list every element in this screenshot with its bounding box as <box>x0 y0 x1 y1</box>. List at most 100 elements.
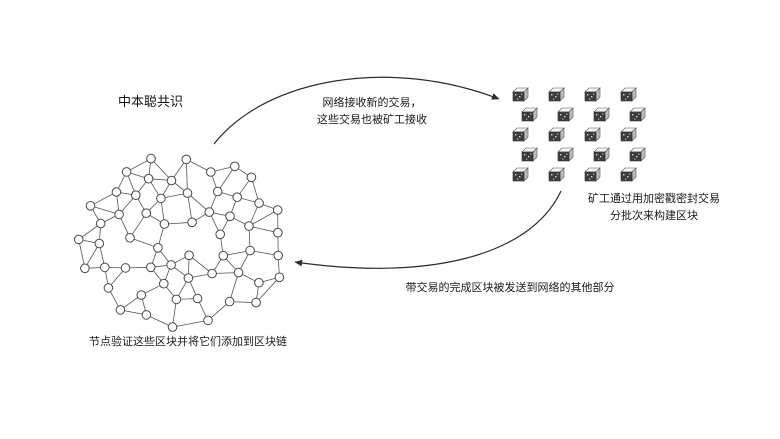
label-miners-build-blocks-line1: 矿工通过用加密戳密封交易 <box>588 193 720 205</box>
network-node <box>192 293 203 304</box>
network-node <box>125 233 135 243</box>
block-cube <box>548 87 565 102</box>
block-cube <box>620 127 637 142</box>
network-node <box>146 262 156 273</box>
network-edge <box>255 277 280 303</box>
network-edge <box>217 166 236 192</box>
network-node <box>159 278 169 289</box>
p2p-network <box>73 153 285 332</box>
network-node <box>94 238 105 249</box>
network-node <box>95 218 106 229</box>
block-cube <box>512 127 529 142</box>
block-cube <box>584 87 601 102</box>
network-node <box>272 205 283 215</box>
network-edge <box>187 192 210 213</box>
network-node <box>114 209 124 220</box>
network-node <box>103 283 114 293</box>
network-node <box>146 153 156 164</box>
network-node <box>100 262 110 273</box>
network-node <box>207 268 217 279</box>
network-node <box>224 296 235 307</box>
block-cube <box>557 107 574 122</box>
network-node <box>254 198 264 208</box>
network-node <box>245 245 255 256</box>
network-node <box>204 207 215 217</box>
label-network-receives-tx-line2: 这些交易也被矿工接收 <box>317 114 427 126</box>
network-node <box>73 234 84 245</box>
network-node <box>230 161 240 172</box>
block-cube <box>557 147 574 162</box>
network-node <box>254 277 264 288</box>
block-cube <box>593 107 610 122</box>
network-node <box>153 243 163 253</box>
label-miners-build-blocks-line2: 分批次来构建区块 <box>610 210 698 222</box>
network-node <box>206 167 216 177</box>
diagram-title: 中本聪共识 <box>118 94 184 109</box>
block-cube <box>548 167 565 182</box>
network-node <box>115 305 126 315</box>
network-node <box>131 190 141 200</box>
block-cube <box>512 87 529 102</box>
block-cube <box>629 107 646 122</box>
network-edge <box>248 209 278 227</box>
network-node <box>143 173 154 184</box>
network-node <box>85 201 96 211</box>
network-node <box>212 186 223 197</box>
network-node <box>274 272 285 283</box>
network-node <box>273 227 283 238</box>
network-edge <box>248 225 278 234</box>
label-completed-blocks-broadcast: 带交易的完成区块被发送到网络的其他部分 <box>405 282 615 294</box>
network-node <box>141 208 152 218</box>
block-cube <box>629 147 646 162</box>
miner-block-grid <box>512 87 646 182</box>
network-edge <box>78 239 86 269</box>
arrow-blocks-to-network <box>294 190 562 269</box>
arrow-network-to-miners <box>213 76 500 145</box>
block-cube <box>584 167 601 182</box>
network-node <box>111 187 122 197</box>
network-node <box>218 250 229 261</box>
network-edge <box>90 205 120 215</box>
network-node <box>182 188 193 198</box>
block-cube <box>584 127 601 142</box>
network-node <box>120 263 131 273</box>
network-node <box>232 192 242 202</box>
label-network-receives-tx: 网络接收新的交易， 这些交易也被矿工接收 <box>290 95 454 129</box>
network-node <box>246 172 257 183</box>
network-edge <box>129 237 159 249</box>
network-node <box>181 154 192 165</box>
network-node <box>156 193 166 204</box>
label-miners-build-blocks: 矿工通过用加密戳密封交易 分批次来构建区块 <box>570 191 738 225</box>
network-node <box>167 322 178 332</box>
label-network-receives-tx-line1: 网络接收新的交易， <box>322 97 422 109</box>
block-cube <box>521 107 538 122</box>
network-node <box>136 290 147 300</box>
network-edge <box>172 320 209 328</box>
network-node <box>273 250 284 261</box>
network-node <box>244 221 254 231</box>
network-node <box>251 297 261 308</box>
network-node <box>171 294 182 305</box>
network-node <box>187 217 197 228</box>
network-node <box>121 167 132 177</box>
network-node <box>225 211 235 222</box>
network-node <box>166 260 176 270</box>
network-edge <box>185 159 188 194</box>
network-node <box>203 315 213 326</box>
block-cube <box>512 167 529 182</box>
block-cube <box>521 147 538 162</box>
network-node <box>183 273 194 283</box>
network-edge <box>150 158 172 181</box>
network-node <box>184 250 194 261</box>
network-edge <box>90 191 117 207</box>
network-node <box>215 229 225 240</box>
network-node <box>166 175 177 186</box>
network-edge <box>188 254 213 274</box>
block-cube <box>620 87 637 102</box>
block-cube <box>548 127 565 142</box>
network-edge <box>129 212 147 239</box>
network-edge <box>146 314 173 328</box>
network-edge <box>187 193 193 223</box>
